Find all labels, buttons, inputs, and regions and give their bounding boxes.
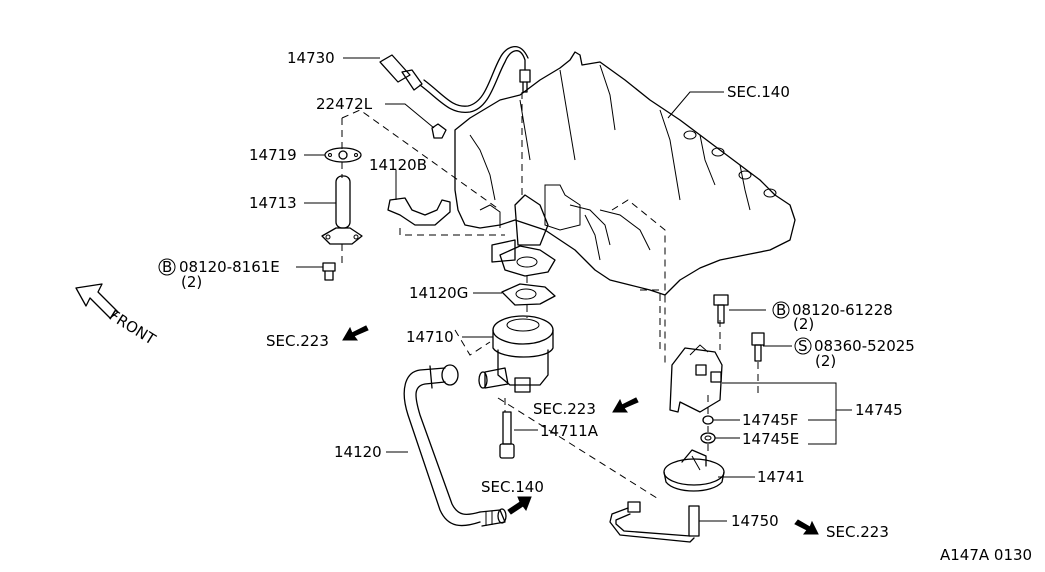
label-08120-61228: 08120-61228 [792,301,893,319]
label-sec223-right: SEC.223 [826,523,889,541]
label-14120b: 14120B [369,156,427,174]
egr-valve-14710 [478,315,554,393]
label-sec140-top: SEC.140 [727,83,790,101]
hose-14750 [609,501,700,543]
bracket-14745 [669,344,723,413]
label-14745e: 14745E [742,430,799,448]
bracket-14120b [387,197,451,226]
bolt-08120-61228 [713,294,729,324]
arrow-sec223-mid [612,397,639,413]
front-arrow [75,283,119,319]
label-14741: 14741 [757,468,805,486]
screw-08360-52025 [751,332,765,362]
screw-prefix: S [798,337,808,355]
label-14750: 14750 [731,512,779,530]
washer-14745f [702,415,714,425]
label-14745f: 14745F [742,411,798,429]
label-14745: 14745 [855,401,903,419]
bolt-08120-8161e [322,262,336,281]
intake-manifold [454,51,796,296]
label-14730: 14730 [287,49,335,67]
bolt1-prefix: B [162,258,172,276]
washer-14745e [700,432,716,444]
label-bolt2-qty: (2) [793,315,814,333]
label-08120-8161e: 08120-8161E [179,258,280,276]
bolt-prefix-circles [158,258,812,355]
arrow-sec223-left [342,325,369,341]
bolt-14711a [499,411,515,459]
gasket-14120g [501,283,556,306]
label-sec223-left: SEC.223 [266,332,329,350]
egr-adapter [491,194,556,277]
label-screw-qty: (2) [815,352,836,370]
gasket-14719 [324,147,362,163]
egr-pipe-14120 [403,364,507,527]
diagram-code: A147A 0130 [940,546,1032,564]
label-14719: 14719 [249,146,297,164]
label-sec140-bottom: SEC.140 [481,478,544,496]
assembly-lines [341,92,759,501]
bolt2-prefix: B [776,301,786,319]
section-arrows [342,325,819,535]
label-08360-52025: 08360-52025 [814,337,915,355]
vacuum-control-14741 [663,449,725,492]
arrow-sec223-right [794,519,819,535]
clip-22472l [431,123,447,139]
label-bolt1-qty: (2) [181,273,202,291]
label-14710: 14710 [406,328,454,346]
egr-tube-14713 [321,175,363,245]
arrow-sec140-bottom [507,496,532,515]
label-14713: 14713 [249,194,297,212]
label-22472l: 22472L [316,95,373,113]
egr-temperature-sensor-14730 [379,46,531,113]
label-14120g: 14120G [409,284,468,302]
label-14120: 14120 [334,443,382,461]
leader-lines [296,57,852,522]
label-front: FRONT [106,306,160,349]
label-sec223-mid: SEC.223 [533,400,596,418]
label-14711a: 14711A [540,422,599,440]
